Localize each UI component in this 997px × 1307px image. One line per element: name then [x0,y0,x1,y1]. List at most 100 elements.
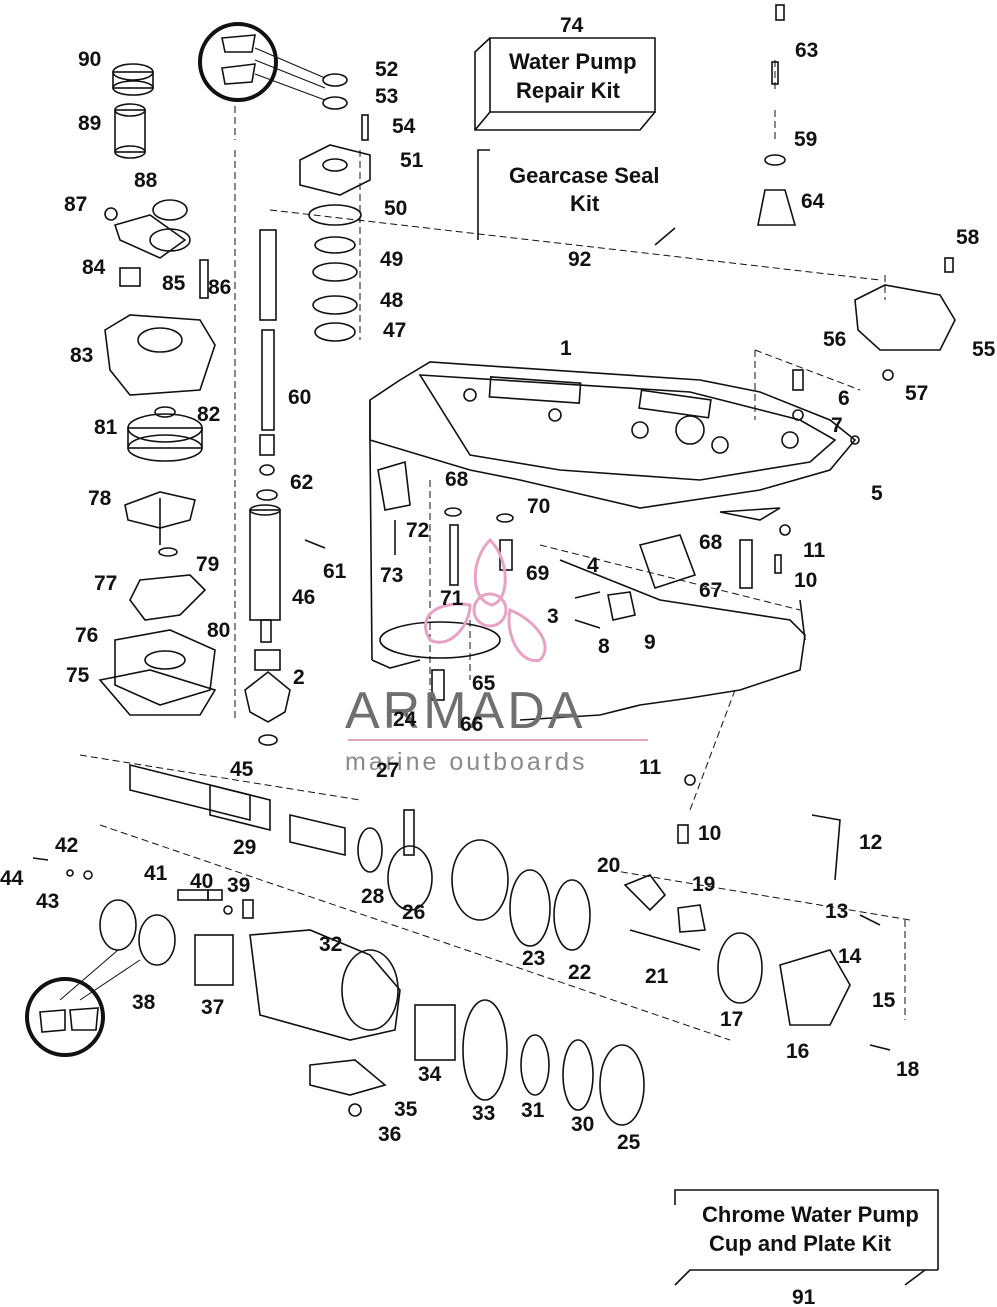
kit-title-water-pump-line1: Water Pump [509,49,637,74]
callout: 24 [393,708,417,731]
callout: 49 [380,248,403,271]
callout: 72 [406,519,429,542]
callout: 52 [375,58,398,81]
callout: 9 [644,631,656,654]
callout: 10 [794,569,817,592]
callout: 17 [720,1008,743,1031]
callout: 65 [472,672,496,695]
kit-title-chrome-cup-line1: Chrome Water Pump [702,1202,919,1227]
callout: 44 [0,867,24,890]
callout: 89 [78,112,101,135]
callout: 77 [94,572,117,595]
shift-and-cover-parts [377,4,956,844]
callout: 56 [823,328,846,351]
callout: 36 [378,1123,401,1146]
callout: 7 [831,414,843,437]
kit-number-water-pump: 74 [560,14,584,37]
callout: 55 [972,338,996,361]
kit-number-gearcase-seal: 92 [568,248,591,271]
callout: 79 [196,553,219,576]
callout: 34 [418,1063,442,1086]
callout: 15 [872,989,896,1012]
callout: 40 [190,870,213,893]
callout: 64 [801,190,825,213]
callout: 23 [522,947,545,970]
driveshaft-stack [244,73,371,746]
callout: 69 [526,562,549,585]
callout: 68 [445,468,469,491]
kit-labels: 74 Water Pump Repair Kit Gearcase Seal K… [509,14,919,1307]
callout: 42 [55,834,78,857]
callout: 82 [197,403,220,426]
callout: 20 [597,854,620,877]
callout: 6 [838,387,850,410]
callout: 4 [587,554,599,577]
part-callouts: 1 2 3 4 5 6 7 8 9 10 10 11 11 12 13 14 1… [0,39,996,1154]
callout: 70 [527,495,550,518]
callout: 10 [698,822,721,845]
callout: 25 [617,1131,641,1154]
callout: 13 [825,900,848,923]
callout: 78 [88,487,112,510]
brand-tagline: marine outboards [345,748,588,776]
callout: 85 [162,272,186,295]
callout: 87 [64,193,87,216]
propshaft-assembly [32,763,891,1126]
callout: 86 [208,276,231,299]
callout: 80 [207,619,230,642]
callout: 61 [323,560,347,583]
callout: 71 [440,587,464,610]
callout: 54 [392,115,416,138]
kit-box-chrome-cup [674,1189,939,1286]
callout: 14 [838,945,862,968]
callout: 31 [521,1099,545,1122]
callout: 37 [201,996,224,1019]
callout: 59 [794,128,817,151]
callout: 11 [639,756,662,779]
callout: 57 [905,382,928,405]
callout: 1 [560,337,572,360]
kit-title-water-pump-line2: Repair Kit [516,78,621,103]
callout: 58 [956,226,980,249]
callout: 28 [361,885,385,908]
callout: 81 [94,416,118,439]
gearcase-housing [369,361,857,721]
callout: 32 [319,933,342,956]
callout: 38 [132,991,156,1014]
callout: 41 [144,862,168,885]
callout: 68 [699,531,723,554]
callout: 33 [472,1102,495,1125]
callout: 27 [376,759,399,782]
callout: 16 [786,1040,809,1063]
callout: 53 [375,85,398,108]
callout: 51 [400,149,424,172]
callout: 2 [293,666,305,689]
callout: 88 [134,169,158,192]
callout: 67 [699,579,722,602]
water-pump-stack [98,63,217,716]
kit-number-chrome-cup: 91 [792,1286,816,1307]
callout: 46 [292,586,315,609]
callout: 90 [78,48,101,71]
callout: 76 [75,624,98,647]
callout: 60 [288,386,311,409]
callout: 73 [380,564,403,587]
kit-box-water-pump [474,37,656,131]
callout: 83 [70,344,93,367]
callout: 63 [795,39,818,62]
callout: 19 [692,873,715,896]
brand-watermark: ARMADA marine outboards [345,537,648,776]
callout: 29 [233,836,256,859]
propeller-logo [424,537,547,662]
callout: 26 [402,901,425,924]
callout: 8 [598,635,610,658]
brand-name: ARMADA [345,682,585,740]
callout: 75 [66,664,90,687]
callout: 39 [227,874,250,897]
kit-title-chrome-cup-line2: Cup and Plate Kit [709,1231,892,1256]
callout: 50 [384,197,407,220]
callout: 66 [460,713,483,736]
callout: 21 [645,965,669,988]
callout: 11 [803,539,826,562]
